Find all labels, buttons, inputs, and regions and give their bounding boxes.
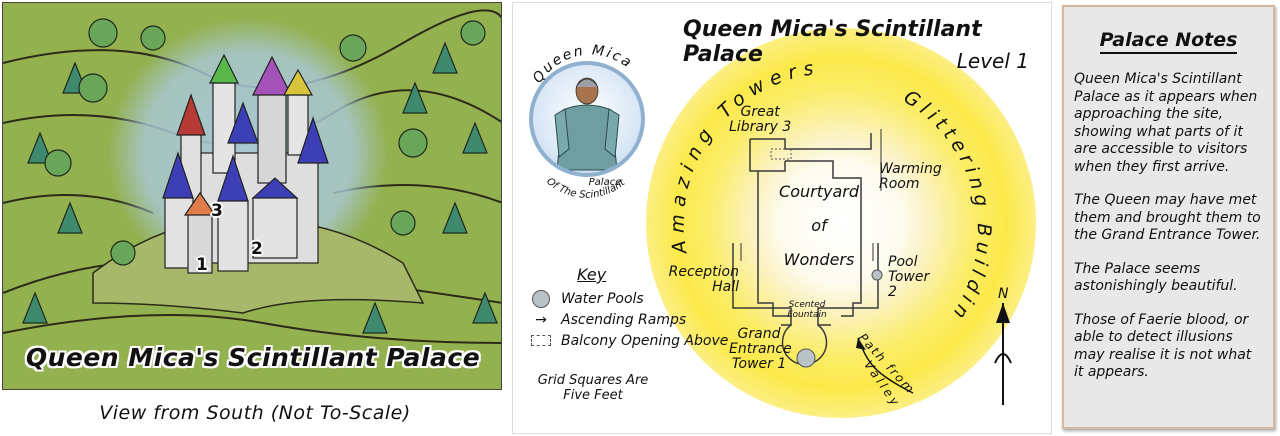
fountain-pool xyxy=(796,348,816,368)
floor-plan-panel: Queen Mica's Scintillant Palace Level 1 … xyxy=(512,2,1052,434)
north-compass[interactable] xyxy=(994,303,1012,405)
curved-labels: Queen Mica Of The Scintillant Amazing To… xyxy=(513,3,1012,405)
svg-text:Queen Mica: Queen Mica xyxy=(530,42,636,86)
compass-north-label: N xyxy=(998,286,1009,302)
palace-glow-area xyxy=(646,28,1036,418)
queen-mica-portrait xyxy=(529,61,645,177)
plan-title: Queen Mica's Scintillant Palace xyxy=(683,17,982,67)
great-library-label: Great Library 3 xyxy=(729,104,792,135)
balcony-dashed-icon xyxy=(531,335,551,346)
tower-number-3: 3 xyxy=(211,201,223,221)
grid-scale-note: Grid Squares Are Five Feet xyxy=(537,373,649,403)
landscape-illustration xyxy=(3,3,501,389)
water-pool-icon xyxy=(532,289,550,308)
ascending-ramps xyxy=(740,129,882,309)
key-item-balcony-opening: Balcony Opening Above xyxy=(529,330,729,351)
courtyard-of-wonders-label[interactable]: Courtyard of Wonders xyxy=(779,182,859,269)
map-key: Key Water Pools → Ascending Ramps Balcon… xyxy=(529,265,729,351)
path-arrowhead xyxy=(856,338,866,350)
note-paragraph-3: The Palace seems astonishingly beautiful… xyxy=(1074,260,1238,295)
scented-fountain-label: Scented Fountain xyxy=(787,300,827,320)
warming-room-label: Warming Room xyxy=(879,161,942,192)
key-title: Key xyxy=(577,265,607,284)
pool-tower-pool xyxy=(871,269,883,281)
palace-illustration: 3 2 1 Queen Mica's Scintillant Palace xyxy=(2,2,502,390)
view-from-south-panel: 3 2 1 Queen Mica's Scintillant Palace Vi… xyxy=(0,0,510,436)
note-paragraph-1: Queen Mica's Scintillant Palace as it ap… xyxy=(1074,71,1258,175)
key-item-water-pools: Water Pools xyxy=(529,288,729,309)
note-paragraph-4: Those of Faerie blood, or able to detect… xyxy=(1074,311,1252,381)
palace-walls xyxy=(732,133,879,366)
tower-number-1: 1 xyxy=(196,255,208,275)
key-item-ascending-ramps: → Ascending Ramps xyxy=(529,309,729,330)
palace-notes-panel: Palace Notes Queen Mica's Scintillant Pa… xyxy=(1062,5,1275,429)
portrait-top-text: Queen Mica xyxy=(530,42,634,86)
view-caption: View from South (Not To-Scale) xyxy=(99,402,411,424)
portrait-bottom-text-2: Palace xyxy=(588,177,622,188)
balcony-opening xyxy=(770,148,792,160)
grand-entrance-label: Grand Entrance Tower 1 xyxy=(729,326,792,372)
tower-number-2: 2 xyxy=(251,239,263,259)
notes-title: Palace Notes xyxy=(1074,29,1263,54)
reception-hall-label: Reception Hall xyxy=(668,264,739,295)
note-paragraph-2: The Queen may have met them and brought … xyxy=(1074,192,1261,243)
ramp-arrow-icon: → xyxy=(535,311,547,328)
pool-tower-label: Pool Tower 2 xyxy=(888,254,930,300)
armored-queen-figure xyxy=(554,77,620,171)
illustration-title: Queen Mica's Scintillant Palace xyxy=(25,343,481,372)
plan-level: Level 1 xyxy=(956,49,1029,73)
